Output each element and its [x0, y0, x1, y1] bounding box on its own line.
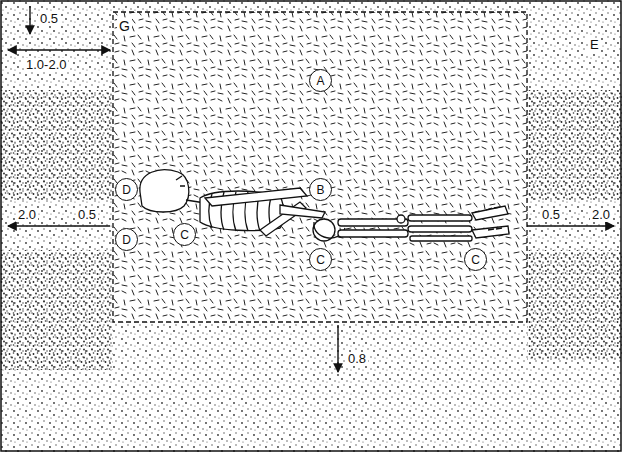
soil-texture [0, 250, 113, 370]
dimension-label: 2.0 [590, 208, 612, 222]
soil-texture [527, 250, 622, 360]
callout-circle: D [115, 178, 138, 201]
dimension-label: 0.8 [346, 352, 368, 366]
callout-letter: B [316, 184, 324, 196]
dimension-label: 1.0-2.0 [24, 58, 68, 72]
dimension-label: 0.5 [540, 208, 562, 222]
dimension-label: 2.0 [16, 208, 38, 222]
callout-letter: C [180, 229, 189, 241]
dimension-label: 0.5 [76, 208, 98, 222]
callout-circle: C [309, 248, 332, 271]
callout-circle: C [464, 248, 487, 271]
soil-texture [527, 90, 622, 200]
grave-fill [113, 12, 527, 322]
callout-letter: C [471, 254, 480, 266]
grave-pit [113, 12, 527, 322]
dimension-label: E [588, 38, 601, 52]
callout-letter: D [122, 184, 131, 196]
grave-region: G A B C C C [113, 12, 527, 322]
callout-letter: C [316, 254, 325, 266]
soil-texture [0, 90, 113, 200]
callout-letter: D [122, 234, 131, 246]
callout-circle: C [173, 223, 196, 246]
callout-circle: D [115, 228, 138, 251]
dimension-arrows [8, 6, 614, 372]
callout-circle: A [309, 69, 332, 92]
callout-letter: A [316, 75, 324, 87]
region-letter: G [117, 18, 132, 34]
callout-circle: B [309, 178, 332, 201]
dimension-label: 0.5 [38, 12, 60, 26]
